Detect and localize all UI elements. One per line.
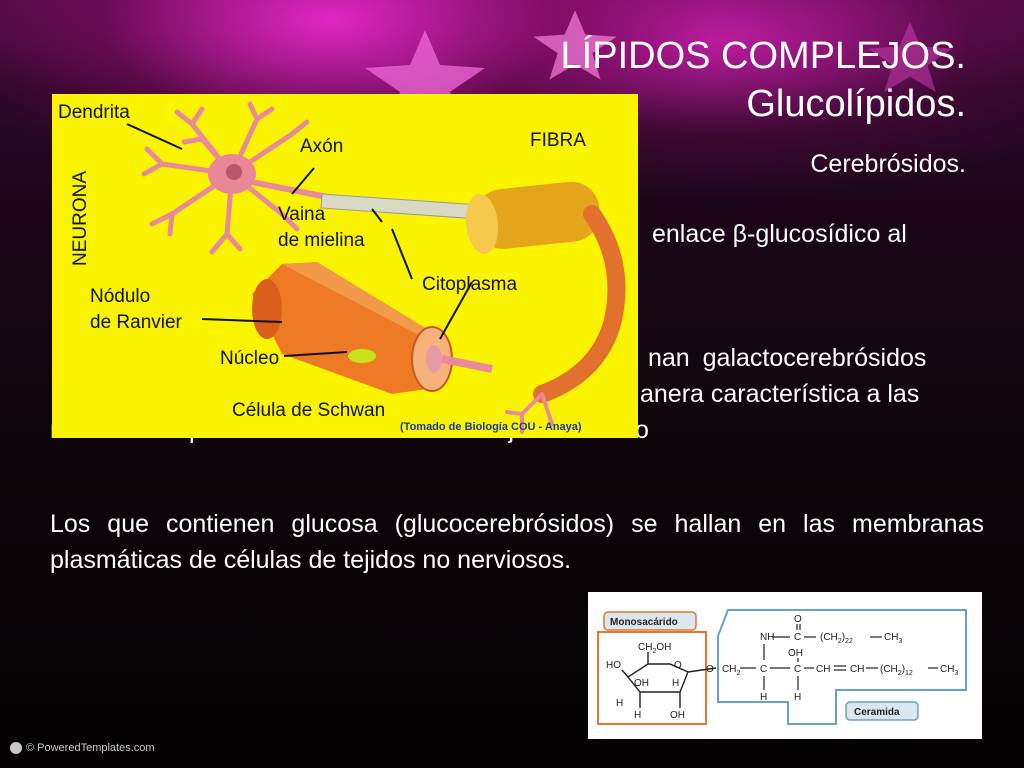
paragraph-glucocerebrosidos: Los que contienen glucosa (glucocerebrós… xyxy=(50,510,984,574)
group-ch2-22: (CH2)22 xyxy=(820,632,853,645)
group-ch3-bottom: CH3 xyxy=(940,664,958,677)
neuron-illustration: Dendrita NEURONA Axón FIBRA Vaina de mie… xyxy=(58,101,626,434)
neuron-figure: Dendrita NEURONA Axón FIBRA Vaina de mie… xyxy=(52,94,638,438)
group-c-2: C xyxy=(794,664,801,675)
monosacarido-box xyxy=(597,631,707,725)
partial-text-line-3: anera característica a las xyxy=(640,380,920,408)
group-h-c2: H xyxy=(794,692,801,703)
label-de-ranvier: de Ranvier xyxy=(90,312,183,333)
group-oh-bottom: OH xyxy=(670,710,685,721)
group-ho: HO xyxy=(606,660,621,671)
title-line-2: Glucolípidos. xyxy=(746,83,966,125)
monosacarido-label-box xyxy=(603,611,697,631)
group-o-ring: O xyxy=(674,660,682,671)
group-h-ring: H xyxy=(672,678,679,689)
label-ceramida: Ceramida xyxy=(854,707,900,718)
group-o-carbonyl: O xyxy=(794,614,802,625)
label-nodulo: Nódulo xyxy=(90,286,150,307)
label-vaina: Vaina xyxy=(278,204,326,225)
fiber-cylinder xyxy=(465,181,626,434)
group-oh-c2: OH xyxy=(788,648,803,659)
cerebroside-diagram: Monosacárido Ceramida CH2OH HO O OH H H … xyxy=(597,609,967,725)
group-ch-1: CH xyxy=(816,664,830,675)
group-ch2oh: CH2OH xyxy=(638,642,671,655)
powered-templates-logo-icon xyxy=(10,742,22,754)
footer-brand-text: © PoweredTemplates.com xyxy=(26,742,155,754)
label-de-mielina: de mielina xyxy=(278,230,365,251)
schwann-cell xyxy=(252,262,493,394)
group-c-1: C xyxy=(760,664,767,675)
glucose-ring xyxy=(621,652,717,708)
star-decoration-icon xyxy=(533,10,617,80)
group-h-bottom: H xyxy=(634,710,641,721)
footer-brand: © PoweredTemplates.com xyxy=(10,742,155,754)
star-decoration-icon xyxy=(868,22,952,92)
slide-title: LÍPIDOS COMPLEJOS. Glucolípidos. xyxy=(561,32,966,128)
label-axon: Axón xyxy=(300,136,343,157)
label-celula-de-schwan: Célula de Schwan xyxy=(232,400,385,421)
group-ch2: CH2 xyxy=(722,664,740,677)
group-h-c1: H xyxy=(760,692,767,703)
neuron-nucleus-dot xyxy=(226,164,242,180)
label-neurona: NEURONA xyxy=(70,171,91,266)
label-dendrita: Dendrita xyxy=(58,102,130,123)
group-c-carbonyl: C xyxy=(794,632,801,643)
partial-text-line-2: nan galactocerebrósidos xyxy=(648,344,927,372)
group-ch2-12: (CH2)12 xyxy=(880,664,913,677)
label-credit: (Tomado de Biología COU - Anaya) xyxy=(400,421,582,433)
group-ch3-top: CH3 xyxy=(884,632,902,645)
title-line-1: LÍPIDOS COMPLEJOS. xyxy=(560,35,966,77)
label-monosacarido: Monosacárido xyxy=(610,617,678,628)
bond-lines xyxy=(740,624,938,690)
myelin-sheath-thin xyxy=(320,193,473,219)
group-o-link: O xyxy=(706,664,714,675)
slide-subtitle: Cerebrósidos. xyxy=(810,150,966,178)
group-oh-ring: OH xyxy=(634,678,649,689)
label-nucleo: Núcleo xyxy=(220,348,279,369)
cerebroside-structure-figure: Monosacárido Ceramida CH2OH HO O OH H H … xyxy=(588,592,982,739)
partial-text-line-1: enlace β-glucosídico al xyxy=(652,220,907,248)
group-h-left: H xyxy=(616,698,623,709)
group-nh: NH xyxy=(760,632,774,643)
star-decoration-icon xyxy=(365,30,485,130)
label-pointer-lines xyxy=(126,123,473,357)
label-fibra: FIBRA xyxy=(530,130,586,151)
group-ch-2: CH xyxy=(850,664,864,675)
ceramida-label-box xyxy=(845,701,919,721)
label-citoplasma: Citoplasma xyxy=(422,274,517,295)
ceramida-outline xyxy=(717,609,967,725)
